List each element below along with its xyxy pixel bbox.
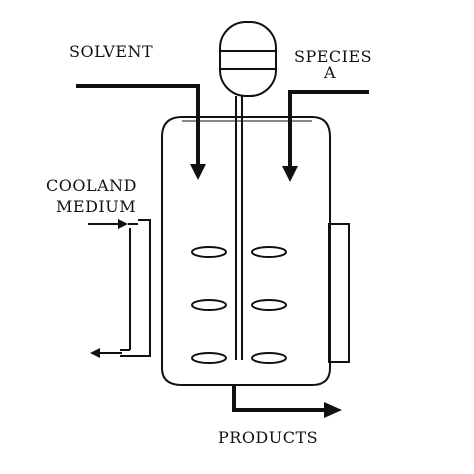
impeller-blades [191, 246, 287, 364]
products-label: PRODUCTS [218, 428, 318, 447]
products-outlet-arrow [232, 385, 342, 418]
blade-right-bottom [251, 352, 287, 364]
coolant-label-line2: MEDIUM [56, 197, 136, 216]
blade-right-top [251, 246, 287, 258]
coolant-outlet-arrow [90, 348, 122, 358]
coolant-label-line1: COOLAND [46, 176, 137, 195]
blade-left-top [191, 246, 227, 258]
motor-housing [219, 21, 277, 97]
stirrer-shaft [235, 96, 243, 360]
species-label-line1: SPECIES [294, 47, 372, 66]
blade-left-bottom [191, 352, 227, 364]
blade-left-middle [191, 299, 227, 311]
cooling-jacket-left [120, 219, 151, 357]
solvent-label: SOLVENT [69, 42, 153, 61]
species-inlet-arrow [282, 90, 369, 182]
cooling-jacket-right [328, 223, 350, 363]
jacket-left-outer [120, 219, 151, 357]
reactor-vessel [161, 116, 331, 386]
blade-right-middle [251, 299, 287, 311]
solvent-inlet-arrow [76, 84, 206, 180]
motor [219, 21, 277, 97]
coolant-inlet-arrow [88, 219, 138, 229]
species-label-line2: A [323, 63, 336, 82]
